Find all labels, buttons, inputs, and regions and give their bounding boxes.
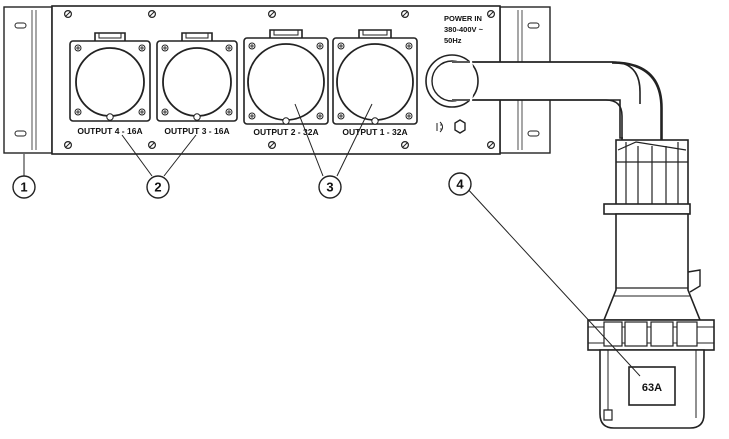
rack-mount-slot bbox=[14, 130, 27, 137]
plug-rating-label: 63A bbox=[642, 382, 662, 394]
callout-4-number: 4 bbox=[456, 177, 464, 192]
output-socket-1: OUTPUT 1 - 32A bbox=[332, 29, 418, 137]
callout-leaders bbox=[23, 103, 641, 377]
power-in-voltage: 380-400V ~ bbox=[444, 25, 484, 34]
output-4-label: OUTPUT 4 - 16A bbox=[77, 126, 142, 136]
output-socket-4: OUTPUT 4 - 16A bbox=[69, 32, 151, 136]
callout-2: 2 bbox=[146, 175, 170, 199]
callout-4: 4 bbox=[448, 172, 472, 196]
ground-nut bbox=[454, 119, 466, 134]
output-3-label: OUTPUT 3 - 16A bbox=[164, 126, 229, 136]
power-in-title: POWER IN bbox=[444, 14, 482, 23]
power-in-frequency: 50Hz bbox=[444, 36, 462, 45]
cee-plug-63a: 63A bbox=[587, 139, 715, 429]
rack-mount-slot bbox=[527, 22, 540, 29]
callout-3-number: 3 bbox=[326, 180, 333, 195]
cable-gland bbox=[425, 54, 479, 108]
rack-mount-slot bbox=[527, 130, 540, 137]
callout-1-number: 1 bbox=[20, 180, 27, 195]
callout-2-number: 2 bbox=[154, 180, 161, 195]
power-cable bbox=[451, 61, 663, 142]
output-1-label: OUTPUT 1 - 32A bbox=[342, 127, 407, 137]
callout-1: 1 bbox=[12, 175, 36, 199]
output-socket-2: OUTPUT 2 - 32A bbox=[243, 29, 329, 137]
rack-mount-slot bbox=[14, 22, 27, 29]
output-socket-3: OUTPUT 3 - 16A bbox=[156, 32, 238, 136]
power-in-label: POWER IN 380-400V ~ 50Hz bbox=[444, 14, 484, 45]
output-2-label: OUTPUT 2 - 32A bbox=[253, 127, 318, 137]
plate-screws bbox=[63, 10, 496, 150]
earth-symbol-icon bbox=[436, 121, 443, 133]
callout-3: 3 bbox=[318, 175, 342, 199]
